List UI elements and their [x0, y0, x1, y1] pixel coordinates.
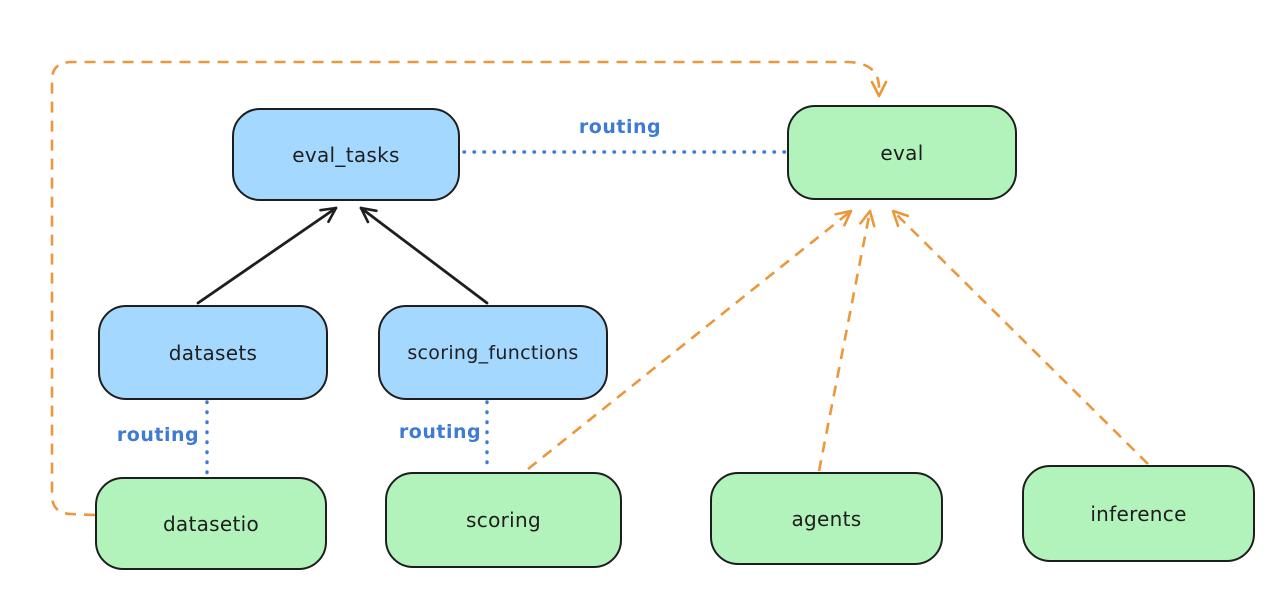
node-agents: agents [710, 472, 943, 565]
node-scoring-label: scoring [466, 508, 541, 532]
node-inference: inference [1022, 465, 1255, 562]
edge-datasets-to-eval-tasks [196, 206, 338, 305]
edge-label-routing-datasets-datasetio: routing [116, 424, 200, 446]
edge-agents-to-eval [817, 209, 876, 472]
node-eval-tasks-label: eval_tasks [292, 142, 400, 167]
node-agents-label: agents [791, 506, 862, 531]
node-scoring-functions: scoring_functions [378, 305, 608, 400]
edge-inference-to-eval [891, 209, 1149, 465]
edge-datasetio-to-eval [50, 60, 888, 517]
edge-scoring-to-eval [527, 209, 853, 471]
node-datasetio-label: datasetio [162, 511, 260, 536]
node-inference-label: inference [1090, 501, 1187, 526]
edge-label-routing-eval-tasks-eval: routing [578, 116, 662, 138]
node-eval-label: eval [880, 140, 924, 165]
node-scoring-functions-label: scoring_functions [407, 341, 579, 364]
node-datasets-label: datasets [168, 340, 258, 365]
node-scoring: scoring [385, 472, 622, 568]
node-eval-tasks: eval_tasks [232, 108, 460, 201]
node-datasetio: datasetio [95, 477, 327, 570]
edge-label-routing-scoring-functions-scoring: routing [398, 421, 482, 443]
edge-scoring-functions-to-eval-tasks [359, 206, 489, 305]
node-datasets: datasets [98, 305, 328, 400]
node-eval: eval [787, 105, 1017, 200]
